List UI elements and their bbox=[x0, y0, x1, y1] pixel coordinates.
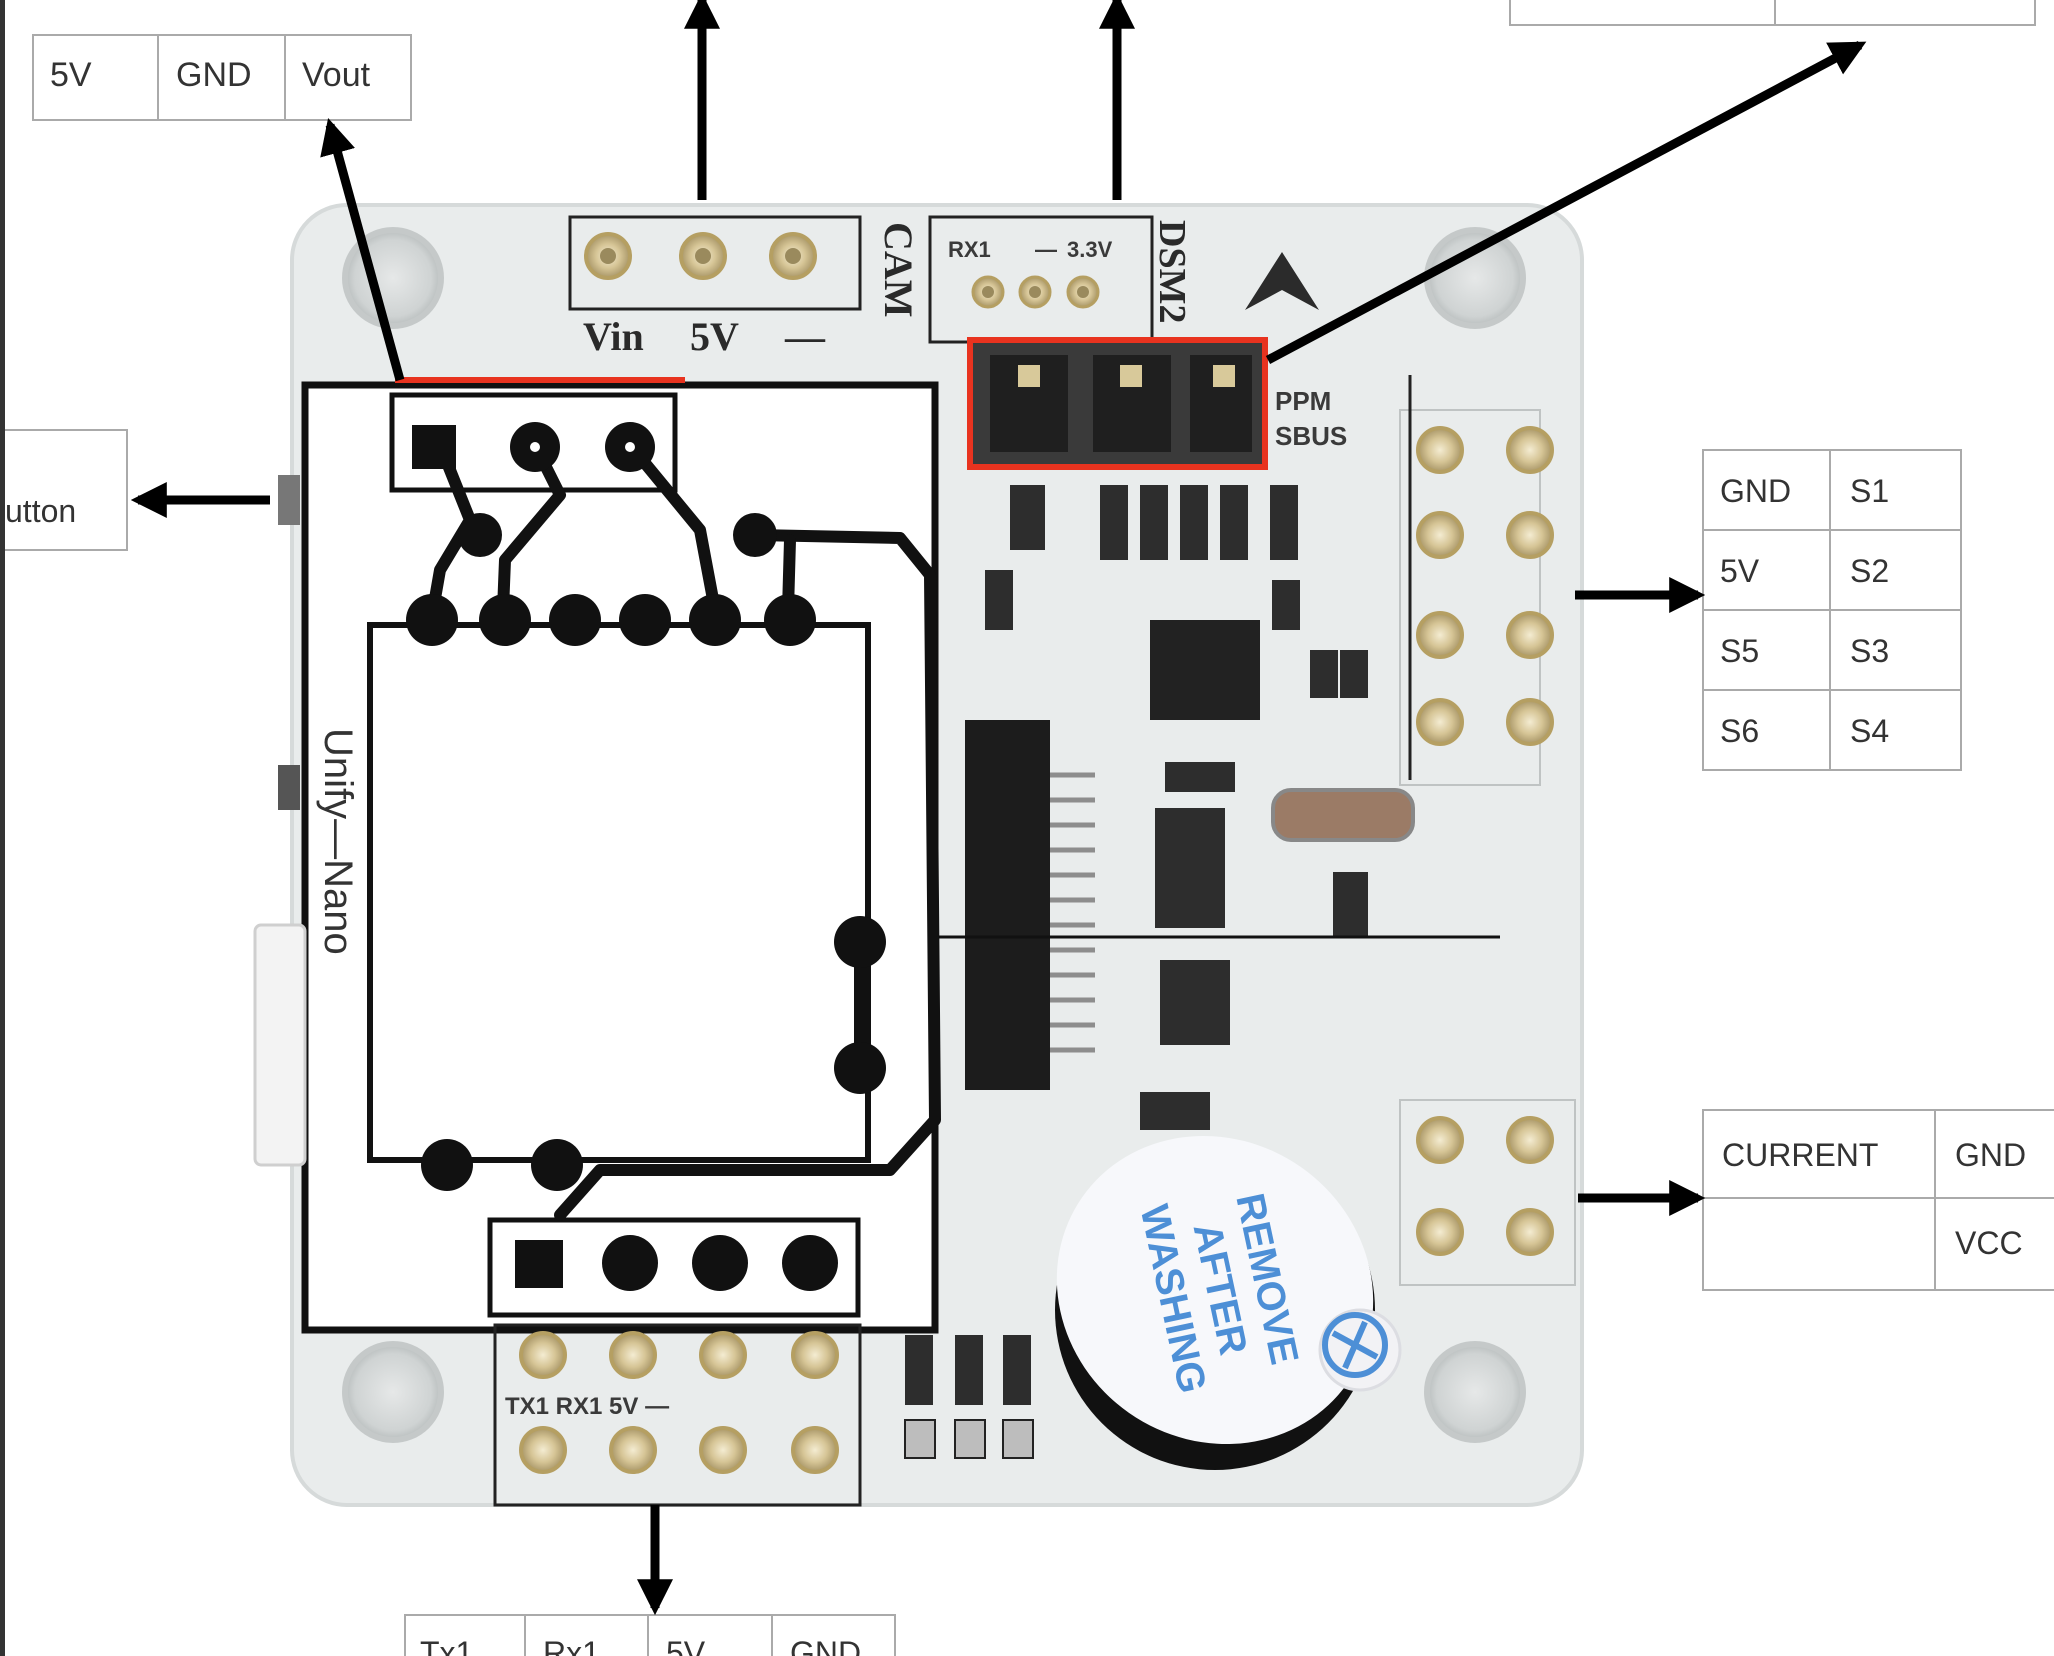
bottom-cell-4: GND bbox=[790, 1635, 861, 1656]
servo-cell-r1c2: S1 bbox=[1850, 473, 1889, 509]
servo-cell-r4c1: S6 bbox=[1720, 713, 1759, 749]
dsm-pin-gnd: — bbox=[1035, 237, 1057, 262]
sbus-label: SBUS bbox=[1275, 421, 1347, 451]
callout-table-top-right bbox=[1510, 0, 2035, 25]
unify-nano-module: Unify—Nano bbox=[305, 380, 935, 1330]
dsm-pin-rx1: RX1 bbox=[948, 237, 991, 262]
callout-button-box: utton bbox=[0, 430, 127, 550]
servo-cell-r3c2: S3 bbox=[1850, 633, 1889, 669]
top-left-cell-1: 5V bbox=[50, 56, 92, 94]
cam-label: CAM bbox=[876, 222, 921, 318]
callout-table-bottom: Tx1 Rx1 5V GND bbox=[405, 1615, 895, 1656]
mount-hole-br bbox=[1427, 1344, 1523, 1440]
mount-hole-bl bbox=[345, 1344, 441, 1440]
servo-cell-r3c1: S5 bbox=[1720, 633, 1759, 669]
bottom-cell-2: Rx1 bbox=[543, 1635, 600, 1656]
cam-pin-vin: Vin bbox=[583, 314, 644, 359]
current-cell-r2c2: VCC bbox=[1955, 1225, 2023, 1261]
status-leds bbox=[905, 1335, 1033, 1458]
servo-cell-r1c1: GND bbox=[1720, 473, 1791, 509]
button-label: utton bbox=[5, 493, 76, 529]
ppm-label: PPM bbox=[1275, 386, 1331, 416]
callout-table-top-left: 5V GND Vout bbox=[33, 35, 411, 120]
bottom-silk: TX1 RX1 5V — bbox=[505, 1393, 669, 1420]
module-name: Unify—Nano bbox=[316, 728, 360, 955]
cam-pin-5v: 5V bbox=[690, 314, 739, 359]
top-left-cell-3: Vout bbox=[302, 56, 371, 94]
callout-table-servo: GND S1 5V S2 S5 S3 S6 S4 bbox=[1703, 450, 1961, 770]
current-cell-r1c1: CURRENT bbox=[1722, 1137, 1878, 1173]
mount-hole-tr bbox=[1427, 230, 1523, 326]
current-cell-r1c2: GND bbox=[1955, 1137, 2026, 1173]
servo-cell-r2c1: 5V bbox=[1720, 553, 1760, 589]
cam-pin-gnd: — bbox=[784, 314, 826, 359]
servo-cell-r4c2: S4 bbox=[1850, 713, 1889, 749]
bottom-cell-3: 5V bbox=[666, 1635, 706, 1656]
dsm-pin-3v3: 3.3V bbox=[1067, 237, 1113, 262]
top-left-cell-2: GND bbox=[176, 56, 252, 94]
callout-table-current: CURRENT GND VCC bbox=[1703, 1110, 2054, 1290]
dsm-label: DSM2 bbox=[1151, 220, 1193, 323]
image-left-border bbox=[0, 0, 5, 1656]
bottom-cell-1: Tx1 bbox=[420, 1635, 473, 1656]
servo-cell-r2c2: S2 bbox=[1850, 553, 1889, 589]
